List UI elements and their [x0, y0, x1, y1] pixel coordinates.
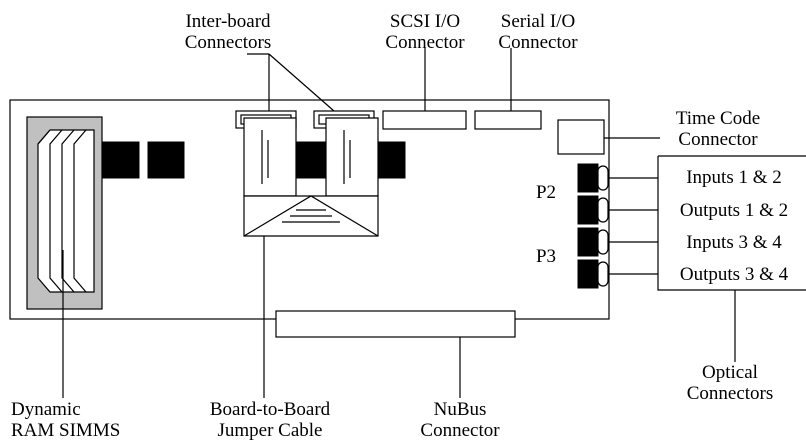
label-p2: P2: [536, 182, 556, 203]
chip-1: [102, 141, 140, 179]
label-optical-line1: Optical: [702, 362, 758, 383]
label-nubus-line2: Connector: [420, 420, 500, 441]
label-p3: P3: [536, 246, 556, 267]
label-jumper-line2: Jumper Cable: [217, 420, 322, 441]
label-dram-line1: Dynamic: [11, 399, 81, 420]
label-time-code-line1: Time Code: [676, 108, 760, 129]
label-jumper-line1: Board-to-Board: [210, 399, 331, 420]
dram-simm-bank: [26, 116, 103, 310]
nubus-connector: [275, 310, 516, 338]
label-serial-line2: Connector: [498, 32, 578, 53]
label-inter-board-line1: Inter-board: [185, 11, 271, 32]
leader-lines: [62, 48, 806, 398]
time-code-connector: [557, 119, 605, 155]
serial-io-connector: [474, 110, 542, 130]
label-dram-line2: RAM SIMMS: [11, 420, 120, 441]
label-serial-line1: Serial I/O: [501, 11, 575, 32]
label-inputs-3-4: Inputs 3 & 4: [686, 232, 782, 253]
label-time-code-line2: Connector: [678, 129, 758, 150]
chip-2: [147, 141, 185, 179]
label-nubus-line1: NuBus: [434, 399, 487, 420]
label-outputs-1-2: Outputs 1 & 2: [680, 200, 788, 221]
label-scsi-line2: Connector: [385, 32, 465, 53]
label-inputs-1-2: Inputs 1 & 2: [686, 167, 782, 188]
jumper-cable: [243, 117, 379, 237]
label-optical-line2: Connectors: [687, 383, 774, 404]
scsi-io-connector: [382, 110, 467, 130]
label-inter-board-line2: Connectors: [185, 32, 272, 53]
label-scsi-line1: SCSI I/O: [390, 11, 460, 32]
label-outputs-3-4: Outputs 3 & 4: [680, 264, 789, 285]
chip-3: [293, 141, 331, 179]
